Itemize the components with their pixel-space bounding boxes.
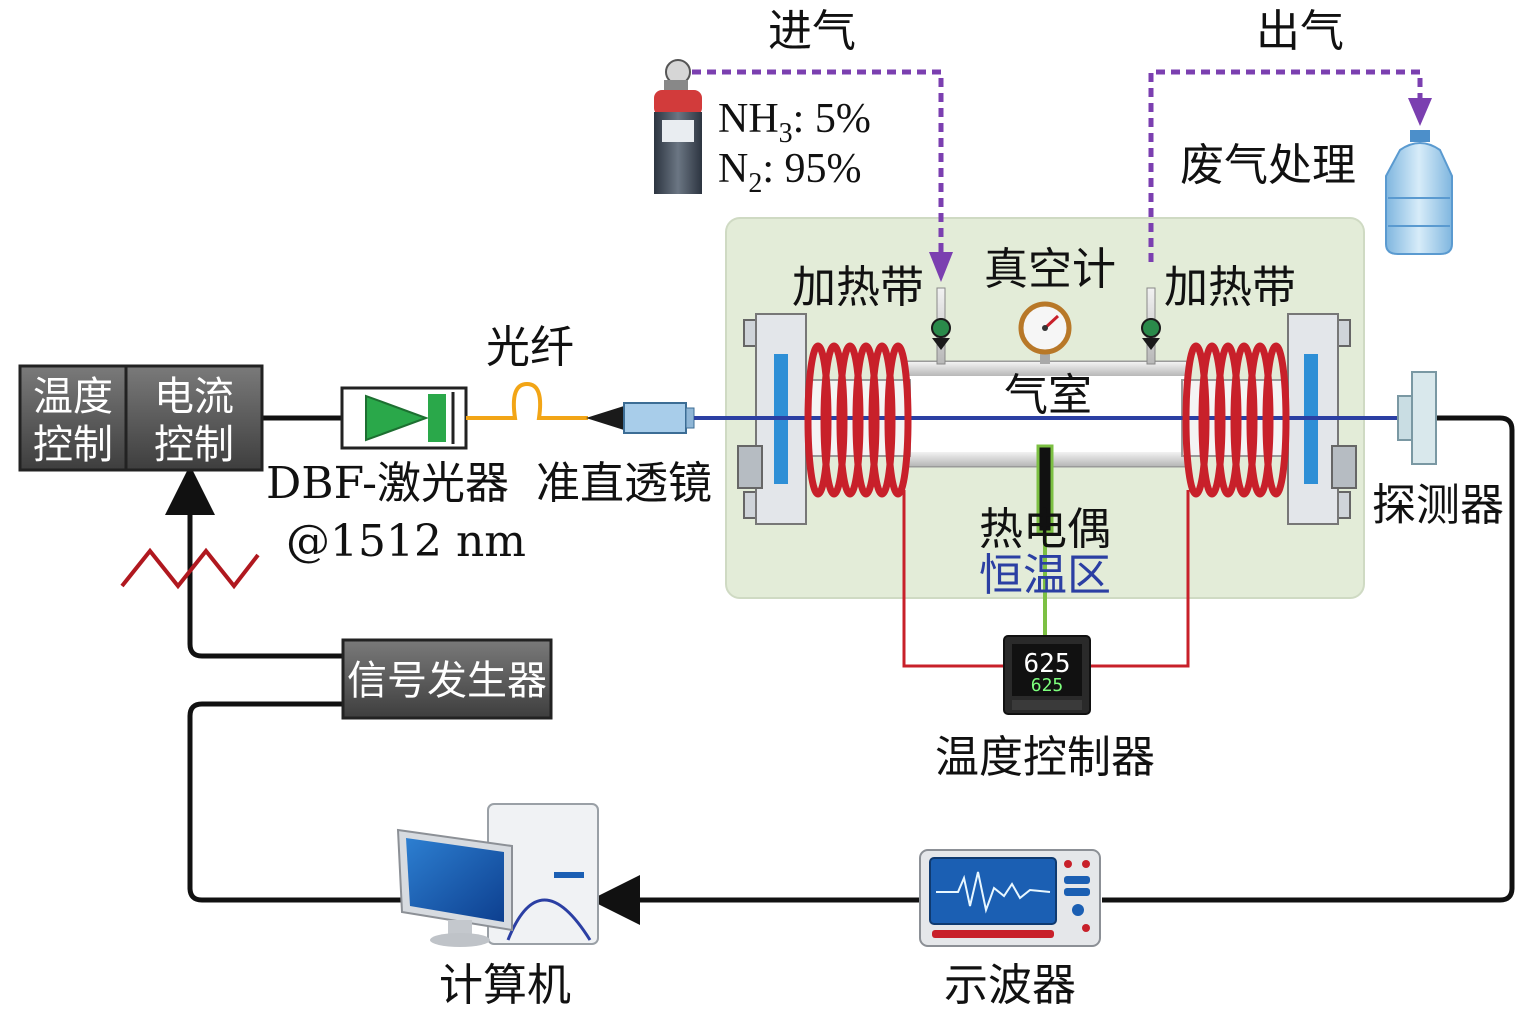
gas-mix-nh3: NH3: 5% (718, 96, 871, 149)
gas-cell-label: 气室 (1004, 370, 1092, 421)
detector-icon (1397, 371, 1437, 465)
detector-label: 探测器 (1372, 480, 1504, 531)
optical-fiber (466, 381, 588, 420)
vacuum-gauge-label: 真空计 (984, 244, 1116, 295)
inlet-arrow (929, 252, 953, 282)
inlet-label: 进气 (768, 6, 856, 57)
temperature-controller-icon: 625 625 (1003, 635, 1091, 715)
current-control-label-line2: 控制 (154, 422, 234, 468)
collimator-lens (586, 402, 695, 434)
signal-generator-label: 信号发生器 (347, 658, 547, 704)
right-heater-coil (1182, 342, 1290, 498)
temp-controller-label: 温度控制器 (935, 732, 1155, 783)
temp-controller-pv: 625 (1024, 649, 1071, 679)
temp-controller-sv: 625 (1031, 675, 1064, 696)
thermocouple-label: 热电偶 (979, 504, 1111, 555)
heater-right-label: 加热带 (1164, 262, 1296, 313)
gas-flow-lines (692, 69, 1423, 262)
heater-wiring (902, 490, 1190, 668)
heater-left-label: 加热带 (792, 262, 924, 313)
gas-cylinder-icon (654, 59, 702, 194)
constant-zone-label: 恒温区 (979, 550, 1111, 601)
current-control-label-line1: 电流 (154, 374, 234, 420)
outlet-valve (1141, 287, 1161, 365)
triangle-wave-icon (120, 547, 260, 590)
gas-mix-n2: N2: 95% (718, 146, 862, 199)
signal-wiring (165, 415, 1515, 925)
left-heater-coil (804, 342, 912, 498)
thermocouple (1036, 444, 1054, 640)
temp-control-label-line1: 温度 (33, 374, 113, 420)
oscilloscope-label: 示波器 (944, 960, 1076, 1011)
laser-label: DBF-激光器 (266, 458, 509, 509)
vacuum-gauge-icon (1018, 301, 1072, 364)
computer-label: 计算机 (439, 960, 571, 1011)
wavelength-label: @1512 nm (286, 516, 526, 567)
computer-icon (396, 803, 599, 947)
outlet-arrow (1408, 98, 1432, 126)
temp-control-label-line2: 控制 (33, 422, 113, 468)
waste-bottle-icon (1385, 130, 1453, 255)
fiber-label: 光纤 (486, 322, 574, 373)
waste-label: 废气处理 (1180, 140, 1356, 191)
inlet-valve (931, 287, 951, 365)
oscilloscope-icon (919, 849, 1101, 947)
laser-driver-box: 温度 控制 电流 控制 (18, 364, 264, 472)
signal-generator: 信号发生器 (341, 638, 553, 720)
outlet-label: 出气 (1256, 6, 1344, 57)
dfb-laser (340, 386, 468, 450)
collimator-label: 准直透镜 (536, 458, 712, 509)
